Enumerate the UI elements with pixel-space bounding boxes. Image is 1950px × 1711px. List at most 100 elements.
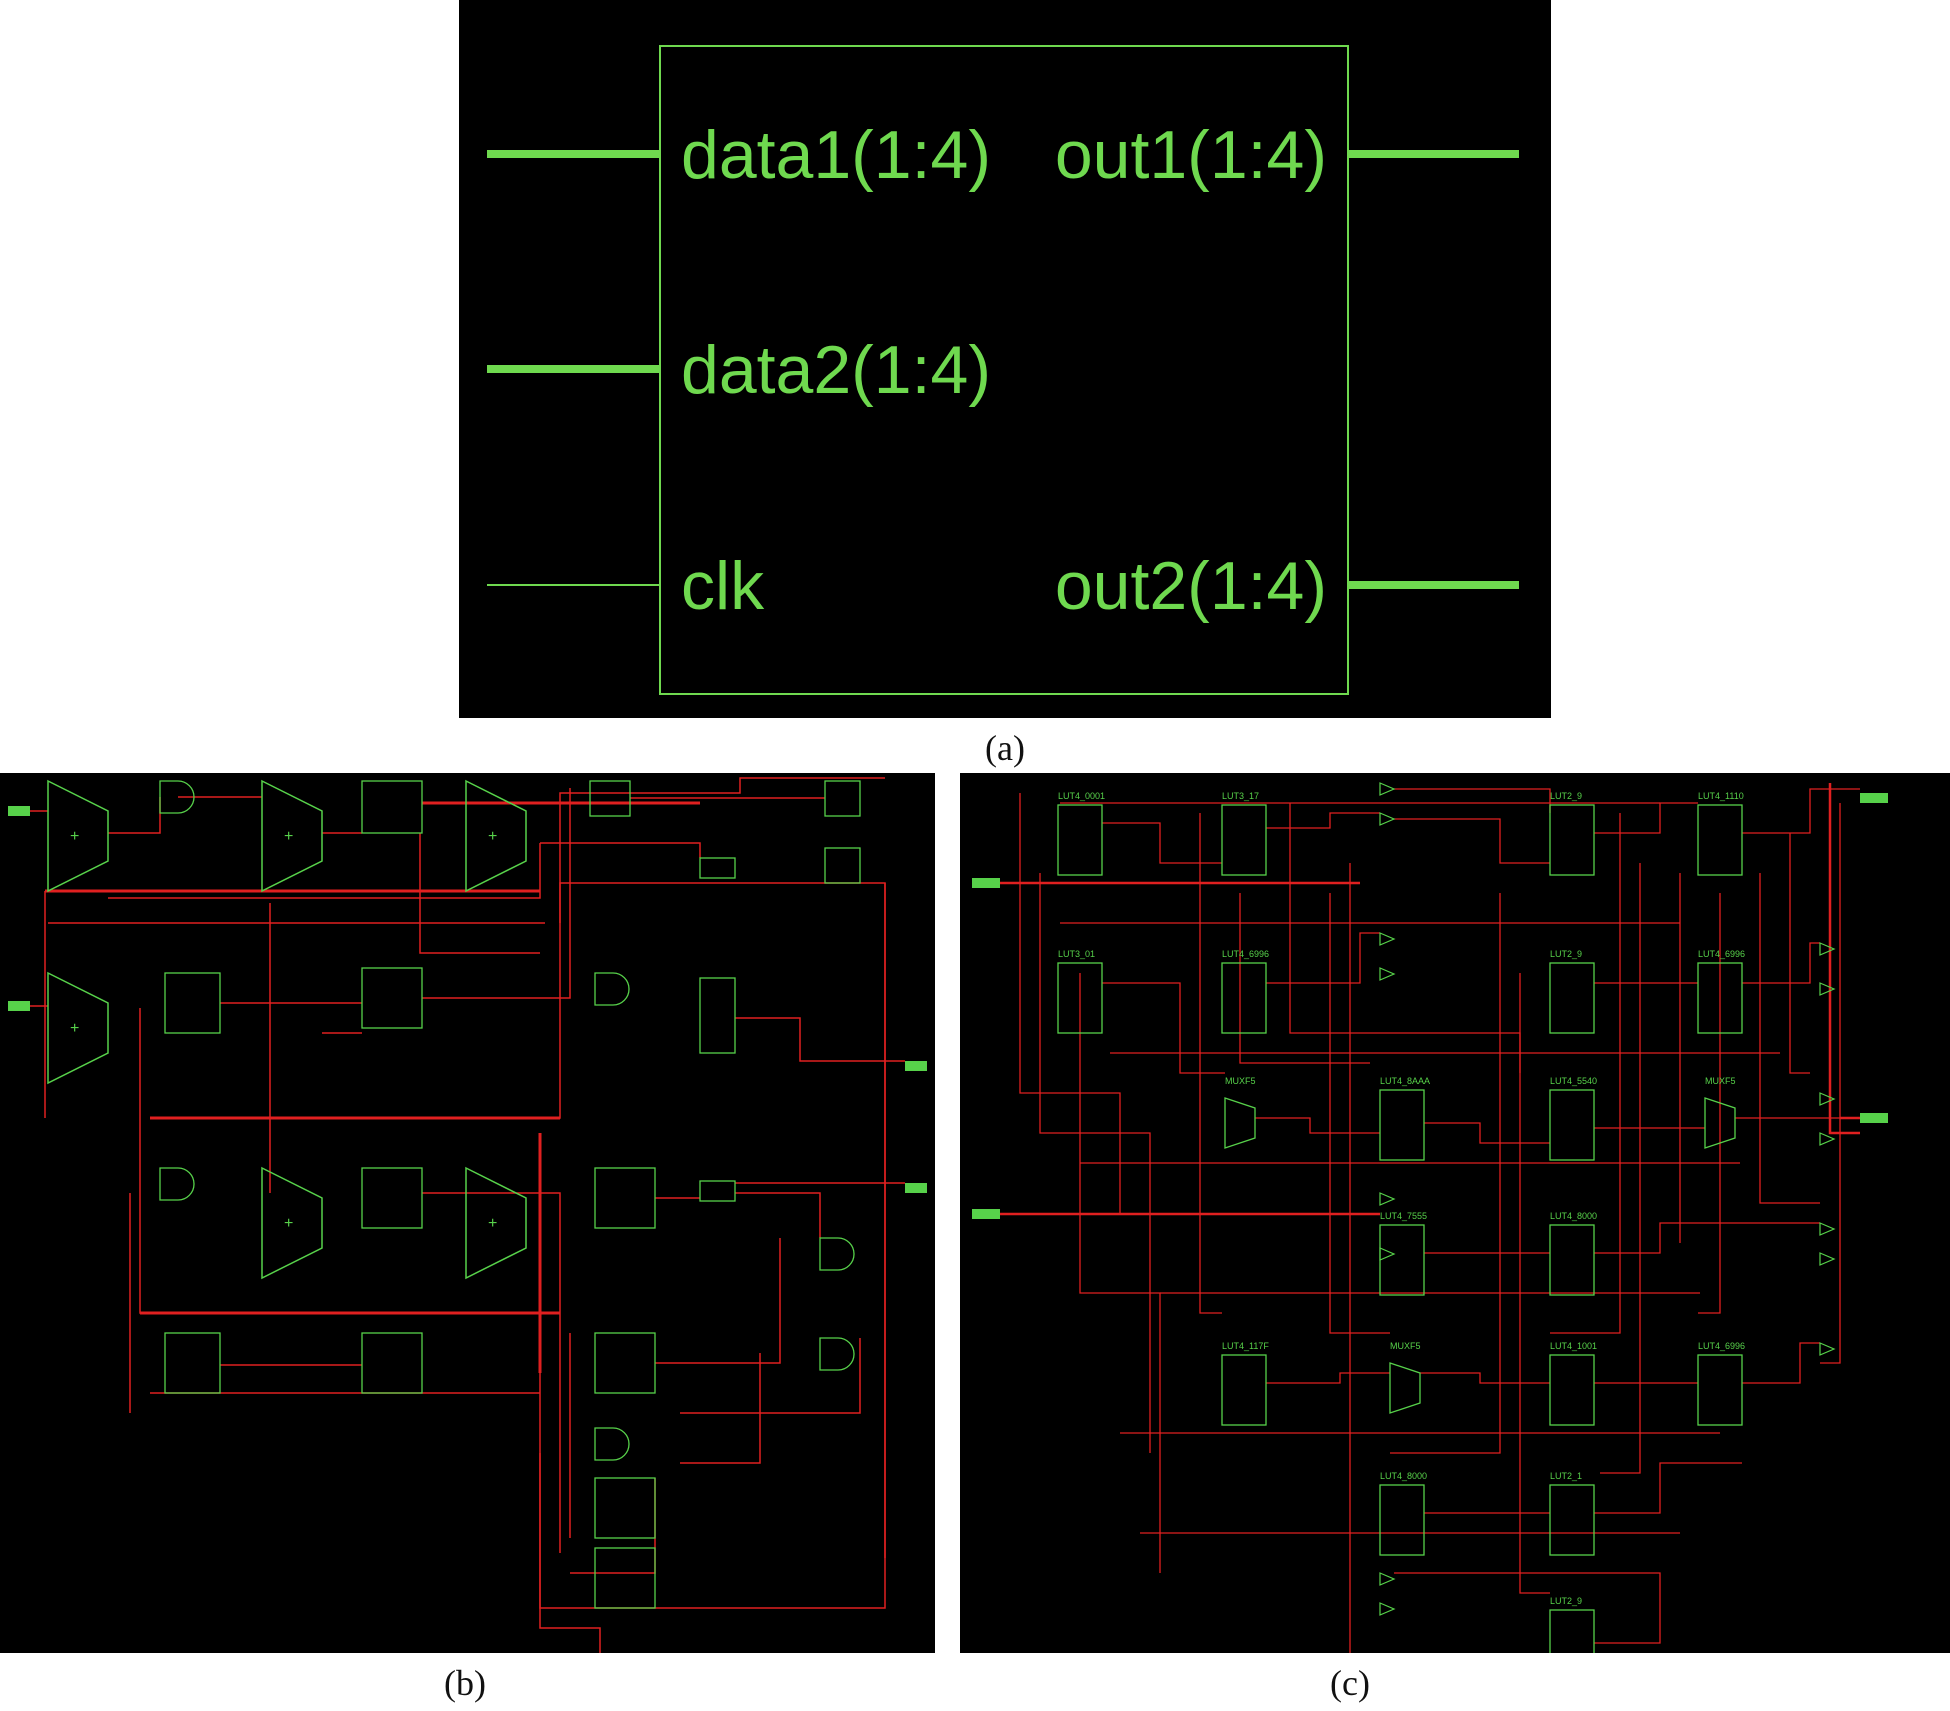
net-wire [1019,793,1121,1213]
net-wire [1329,893,1390,1334]
buffer-cell [1379,1192,1396,1206]
register-block [824,847,861,884]
register-block [699,977,736,1054]
buffer-cell [1819,1342,1836,1356]
cell-name: MUXF5 [1390,1341,1421,1351]
net-wire [539,1333,601,1653]
adder-block [47,779,109,893]
io-port [8,1001,30,1011]
lut-cell [1697,962,1743,1034]
io-port [972,878,1000,888]
buffer-cell [1819,1252,1836,1266]
rtl-schematic-svg: ++++++ [8,777,927,1653]
lut-cell [1057,804,1103,876]
lut-cell [1057,962,1103,1034]
cell-name: LUT4_6996 [1222,949,1269,959]
net-wire [150,777,885,1119]
mux-cell [1389,1362,1421,1414]
cell-name: LUT3_17 [1222,791,1259,801]
net-wire [1789,833,1810,1074]
lut-cell [1549,962,1595,1034]
net-wire [680,1353,761,1464]
net-wire [570,1478,656,1574]
net-wire [1594,1462,1742,1514]
net-wire [1394,1572,1661,1644]
net-wire [1594,802,1698,834]
rtl-components: ++++++ [8,779,927,1609]
and-gate [819,1237,855,1271]
net-wire [1820,803,1841,1364]
caption-b: (b) [444,1663,486,1703]
register-block [361,780,423,834]
caption-a: (a) [985,728,1025,768]
io-port [972,1209,1000,1219]
cell-name: LUT4_0001 [1058,791,1105,801]
net-wire [735,1017,905,1062]
adder-plus: + [70,828,79,845]
net-wire [1199,813,1222,1314]
buffer-cell [1379,1247,1396,1261]
adder-plus: + [284,828,293,845]
register-block [594,1167,656,1229]
io-port [905,1061,927,1071]
net-wire [1079,973,1161,1573]
panel-b-rtl-schematic: ++++++ [0,773,935,1653]
net-wire [680,1338,861,1414]
lut-cell [1221,962,1267,1034]
cell-name: LUT4_6996 [1698,1341,1745,1351]
register-block [361,1167,423,1229]
cell-name: LUT2_1 [1550,1471,1582,1481]
net-wire [1519,973,1550,1594]
buffer-cell [1379,967,1396,981]
net-wire [139,1008,560,1314]
net-wire [735,1192,821,1238]
cell-name: LUT4_8000 [1550,1211,1597,1221]
register-block [594,1332,656,1394]
lut-cell [1697,1354,1743,1426]
cell-name: LUT2_9 [1550,1596,1582,1606]
net-wire [655,1238,781,1364]
net-wire [1266,812,1380,829]
and-gate [159,1167,195,1201]
net-wire [1594,1222,1820,1254]
lut-cell [1549,1609,1595,1653]
lut-cell [1697,804,1743,876]
register-block [594,1477,656,1539]
lut-cell [1549,1484,1595,1556]
mux-cell [1224,1097,1256,1149]
register-block [589,780,631,817]
adder-block [47,971,109,1085]
port-data2: data2(1:4) [681,332,991,408]
and-gate [594,972,630,1006]
buffer-cell [1379,1602,1396,1616]
net-wire [422,788,571,999]
net-wire [1600,863,1641,1474]
buffer-cell [1819,942,1836,956]
cell-name: LUT4_1001 [1550,1341,1597,1351]
net-wire [1239,893,1370,1064]
net-wire [108,797,161,834]
buffer-cell [1379,782,1396,796]
cell-name: LUT3_01 [1058,949,1095,959]
lut-cell [1379,1484,1425,1556]
cell-name: LUT2_9 [1550,949,1582,959]
rtl-nets [30,777,905,1653]
net-wire [1420,1372,1550,1384]
cell-name: LUT2_9 [1550,791,1582,801]
net-wire [1742,1342,1820,1384]
net-wire [108,843,541,899]
net-wire [1102,822,1222,864]
buffer-cell [1379,932,1396,946]
cell-name: LUT4_5540 [1550,1076,1597,1086]
register-block [361,967,423,1029]
adder-plus: + [488,1215,497,1232]
net-wire [1550,813,1621,1334]
lut-cell [1549,804,1595,876]
adder-block [465,1166,527,1280]
block-symbol-svg: data1(1:4) data2(1:4) clk out1(1:4) out2… [487,45,1519,695]
buffer-cell [1379,1572,1396,1586]
buffer-cell [1819,1222,1836,1236]
buffer-cell [1819,1092,1836,1106]
lut-cell [1549,1224,1595,1296]
